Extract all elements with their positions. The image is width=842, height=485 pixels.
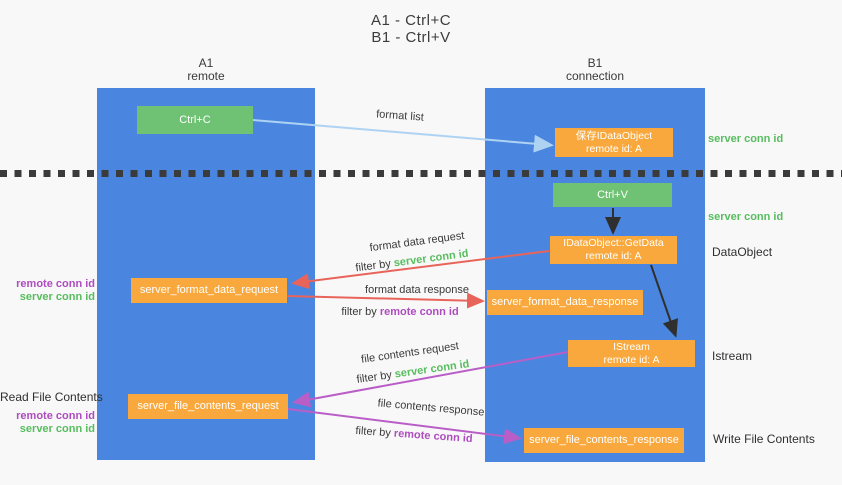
node-file-response-label: server_file_contents_response: [529, 434, 679, 446]
column-a1-name: A1: [198, 56, 214, 70]
node-ctrl-v: Ctrl+V: [553, 183, 672, 207]
read-file-contents-block: Read File Contents: [0, 390, 103, 404]
node-file-request-label: server_file_contents_request: [137, 400, 279, 412]
node-file-response: server_file_contents_response: [524, 428, 684, 453]
node-format-request-label: server_format_data_request: [139, 284, 279, 296]
column-b1-subtitle: connection: [565, 69, 625, 83]
filter-by-prefix: filter by: [355, 424, 395, 440]
node-istream-line1: IStream: [613, 340, 650, 353]
node-ctrl-v-label: Ctrl+V: [597, 188, 628, 201]
label-server-conn-id-mid-right: server conn id: [708, 211, 784, 223]
filter-by-prefix: filter by: [354, 257, 395, 275]
conn-id-labels-left-top: remote conn id server conn id: [0, 278, 95, 304]
label-istream: Istream: [712, 349, 753, 363]
label-remote-conn-id-left-2: remote conn id: [16, 410, 95, 422]
label-remote-conn-id-left-1: remote conn id: [16, 278, 95, 290]
caption-file-contents-response: file contents response: [377, 397, 485, 419]
node-istream: IStream remote id: A: [568, 340, 695, 367]
filter-by-prefix: filter by: [355, 368, 396, 386]
filter-by-prefix: filter by: [341, 306, 380, 318]
node-getdata-line2: remote id: A: [585, 250, 642, 262]
server-conn-id-keyword: server conn id: [393, 358, 471, 381]
node-file-request: server_file_contents_request: [128, 394, 288, 419]
server-conn-id-keyword: server conn id: [393, 247, 470, 270]
conn-id-labels-left-bottom: remote conn id server conn id: [0, 410, 95, 436]
node-format-response-label: server_format_data_response: [491, 296, 639, 308]
column-header-a1: A1 remote: [146, 57, 266, 83]
label-write-file-contents: Write File Contents: [713, 432, 815, 446]
remote-conn-id-keyword: remote conn id: [379, 306, 459, 318]
node-format-response: server_format_data_response: [487, 290, 643, 315]
label-dataobject: DataObject: [712, 245, 773, 259]
node-istream-line2: remote id: A: [603, 353, 660, 366]
node-save-dataobject-line2: remote id: A: [585, 142, 643, 155]
caption-format-list: format list: [375, 108, 425, 124]
diagram-title: A1 - Ctrl+C B1 - Ctrl+V: [0, 12, 822, 46]
node-ctrl-c-label: Ctrl+C: [179, 113, 211, 126]
remote-conn-id-keyword: remote conn id: [393, 427, 473, 446]
caption-format-data-response: format data response: [365, 284, 469, 296]
column-b1-name: B1: [587, 56, 603, 70]
title-line-1: A1 - Ctrl+C: [370, 12, 452, 29]
column-header-b1: B1 connection: [535, 57, 655, 83]
label-server-conn-id-top-right: server conn id: [708, 133, 784, 145]
column-a1-subtitle: remote: [187, 69, 225, 83]
label-server-conn-id-left-1: server conn id: [19, 291, 95, 303]
label-read-file-contents: Read File Contents: [0, 390, 103, 404]
arrow-format-data-response: [286, 292, 485, 309]
label-server-conn-id-left-2: server conn id: [19, 423, 95, 435]
node-getdata-line1: IDataObject::GetData: [563, 237, 664, 249]
node-getdata: IDataObject::GetData remote id: A: [550, 236, 677, 264]
node-format-request: server_format_data_request: [131, 278, 287, 303]
node-ctrl-c: Ctrl+C: [137, 106, 253, 134]
caption-filter-by-remote-conn-id-2: filter by remote conn id: [355, 425, 473, 445]
caption-filter-by-remote-conn-id-1: filter by remote conn id: [341, 306, 458, 318]
title-line-2: B1 - Ctrl+V: [371, 29, 451, 46]
node-save-dataobject-line1: 保存IDataObject: [575, 129, 653, 142]
node-save-dataobject: 保存IDataObject remote id: A: [555, 128, 673, 157]
